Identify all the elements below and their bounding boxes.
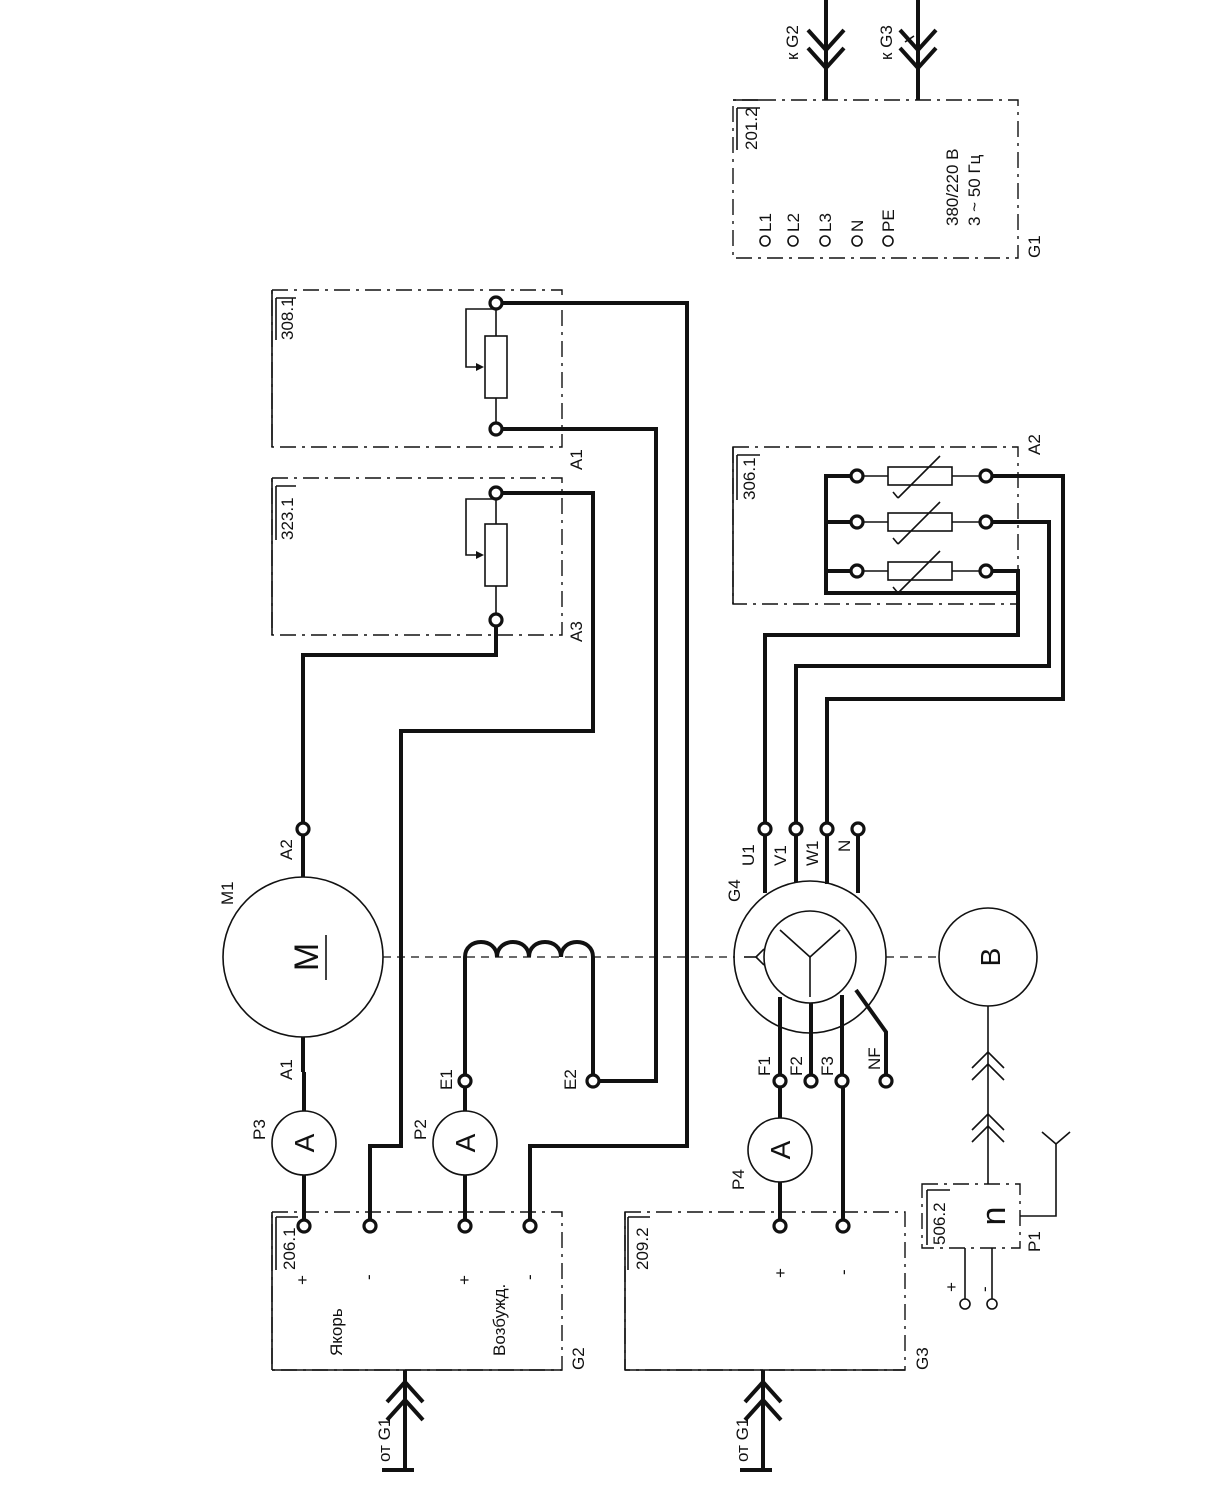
terminal-pe-label: PE [879, 209, 898, 232]
g2-code: 206.1 [280, 1227, 299, 1270]
g2-block-label: G2 [569, 1347, 588, 1370]
terminal-f2-label: F2 [787, 1056, 806, 1076]
terminal-f3-label: F3 [818, 1056, 837, 1076]
wiring [301, 301, 1065, 1220]
motor-m1: M M1 A2 A1 [218, 821, 384, 1080]
speed-meter-plus: + [942, 1282, 961, 1292]
motor-terminal-a1-label: A1 [277, 1059, 296, 1080]
ammeter-p3: A P3 [250, 1110, 337, 1176]
rheostat-a3-code: 323.1 [278, 497, 297, 540]
link-to-g2-label: к G2 [783, 25, 802, 60]
terminal-w1-label: W1 [803, 841, 822, 867]
rheostat-a3-block: 323.1 A3 [271, 477, 586, 642]
g1-voltage: 380/220 В [943, 148, 962, 226]
speed-meter-minus: - [975, 1286, 994, 1292]
g1-code: 201.2 [742, 107, 761, 150]
terminal-nf-label: NF [865, 1047, 884, 1070]
terminal-l2-label: L2 [784, 213, 803, 232]
coil-terminal-e1 [457, 1073, 473, 1089]
field-coil: E1 E2 [437, 940, 601, 1090]
supply-g2-block: 206.1 + - + - Якорь Возбужд. G2 от G1 [271, 1211, 588, 1472]
terminal-l3 [819, 235, 831, 247]
generator-g4: G4 U1 V1 W1 N F1 F2 F3 NF [725, 821, 894, 1089]
terminal-n [851, 235, 863, 247]
g2-armature-label: Якорь [327, 1308, 346, 1356]
terminal-w1 [819, 821, 835, 837]
link-to-g3-label: к G3 [877, 25, 896, 60]
ammeter-p2-label: P2 [411, 1119, 430, 1140]
motor-symbol: M [288, 943, 326, 971]
supply-g1-block: к G2 к G3 201.2 L1 L2 L3 N PE 380/220 В … [732, 0, 1044, 259]
terminal-pe [882, 235, 894, 247]
resistor-bank-code: 306.1 [740, 457, 759, 500]
g1-link-to-g2: к G2 [783, 0, 846, 100]
g1-link-to-g3: к G3 [877, 0, 938, 100]
ammeter-p3-label: P3 [250, 1119, 269, 1140]
g2-excitation-plus: + [455, 1275, 474, 1285]
speed-meter-code: 506.2 [930, 1202, 949, 1245]
coil-terminal-e2-label: E2 [561, 1069, 580, 1090]
ammeter-p4: A P4 [729, 1117, 813, 1190]
coil-terminal-e2 [585, 1073, 601, 1089]
terminal-v1 [788, 821, 804, 837]
ammeter-p2-symbol: A [450, 1133, 481, 1152]
g3-feed-from-g1: от G1 [733, 1370, 783, 1472]
g1-block-label: G1 [1025, 235, 1044, 258]
encoder-symbol: B [975, 948, 1006, 967]
variable-resistor-3 [857, 550, 986, 594]
terminal-f1-label: F1 [755, 1056, 774, 1076]
rheostat-a1-label: A1 [567, 449, 586, 470]
speed-meter-symbol: n [975, 1207, 1013, 1226]
coil-terminal-e1-label: E1 [437, 1069, 456, 1090]
variable-resistor-2 [857, 501, 986, 545]
rheostat-a1-block: 308.1 A1 [271, 289, 586, 470]
ammeter-p3-symbol: A [289, 1133, 320, 1152]
motor-terminal-a2 [295, 821, 311, 837]
g2-excitation-label: Возбужд. [490, 1284, 509, 1356]
terminal-u1 [757, 821, 773, 837]
rheostat-a3-label: A3 [567, 621, 586, 642]
terminal-l2 [787, 235, 799, 247]
speed-meter-p1: n 506.2 P1 + - [921, 1131, 1071, 1310]
resistor-bank-a2-block: 306.1 [732, 434, 1044, 605]
g3-plus: + [771, 1268, 790, 1278]
encoder-b: B [938, 907, 1038, 1184]
g3-block-label: G3 [913, 1347, 932, 1370]
g2-excitation-minus: - [520, 1274, 539, 1280]
terminal-f1 [772, 1073, 788, 1089]
variable-resistor-1 [857, 455, 986, 499]
terminal-n-generator-label: N [835, 840, 854, 852]
resistor-bank-label: A2 [1025, 434, 1044, 455]
terminal-l1 [759, 235, 771, 247]
speed-meter-label: P1 [1025, 1231, 1044, 1252]
terminal-l1-label: L1 [756, 213, 775, 232]
motor-label: M1 [218, 881, 237, 905]
terminal-l3-label: L3 [816, 213, 835, 232]
terminal-v1-label: V1 [771, 845, 790, 866]
rheostat-a1-code: 308.1 [278, 297, 297, 340]
g3-code: 209.2 [633, 1227, 652, 1270]
terminal-f2 [803, 1073, 819, 1089]
g2-armature-minus: - [359, 1274, 378, 1280]
terminal-n-label: N [848, 220, 867, 232]
ammeter-p2: A P2 [411, 1110, 498, 1176]
supply-g3-block: 209.2 + - G3 от G1 [624, 1211, 932, 1472]
generator-label: G4 [725, 879, 744, 902]
g3-source-label: от G1 [733, 1418, 752, 1462]
terminal-nf [878, 1073, 894, 1089]
ammeter-p4-symbol: A [765, 1140, 796, 1159]
terminal-u1-label: U1 [739, 844, 758, 866]
terminal-f3 [834, 1073, 850, 1089]
g2-source-label: от G1 [375, 1418, 394, 1462]
g1-frequency: 3 ~ 50 Гц [965, 154, 984, 226]
terminal-n-generator [850, 821, 866, 837]
g3-minus: - [834, 1269, 853, 1275]
ammeter-p4-label: P4 [729, 1169, 748, 1190]
g2-feed-from-g1: от G1 [375, 1370, 425, 1472]
g2-armature-plus: + [293, 1275, 312, 1285]
motor-terminal-a2-label: A2 [277, 839, 296, 860]
